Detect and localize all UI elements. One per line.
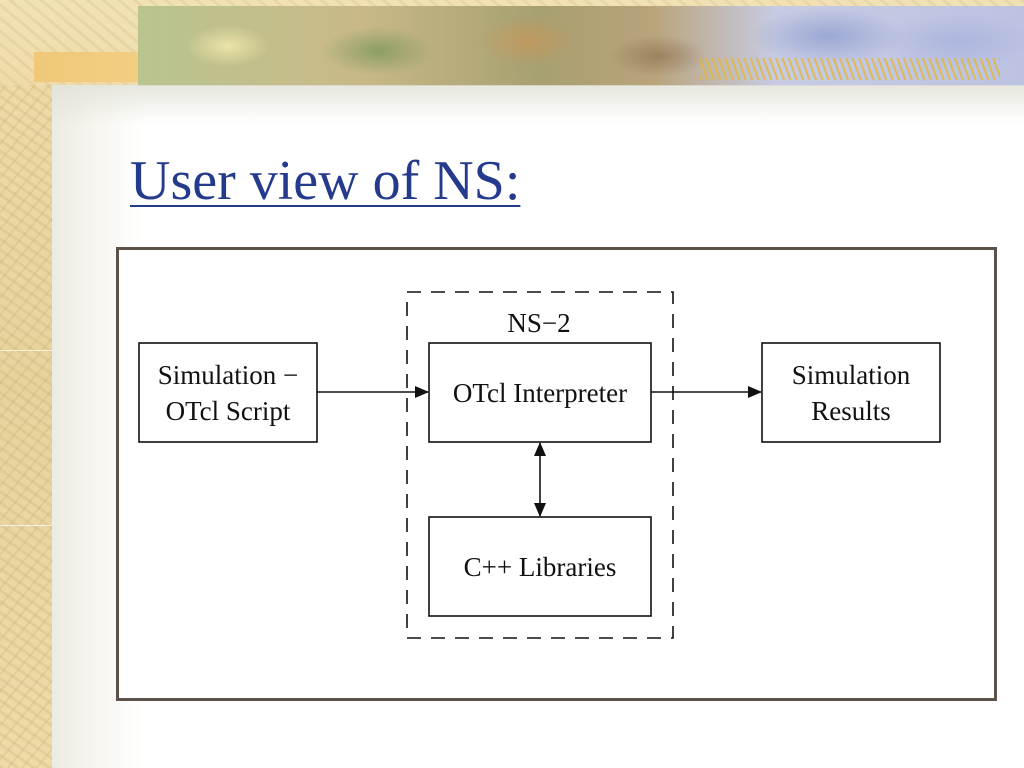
diagram-frame: NS−2 Simulation − OTcl Script OTcl Inter… bbox=[116, 247, 997, 701]
node-otcl-interpreter: OTcl Interpreter bbox=[428, 342, 652, 443]
wheat-decoration bbox=[700, 58, 1000, 80]
node-otcl-script-line2: OTcl Script bbox=[166, 396, 291, 426]
node-cpp-libraries-label: C++ Libraries bbox=[464, 552, 617, 582]
slide-title: User view of NS: bbox=[130, 150, 521, 212]
node-simulation-results-box bbox=[761, 342, 941, 443]
ns2-group-label: NS−2 bbox=[507, 308, 570, 338]
ns2-group-boundary bbox=[406, 291, 674, 639]
left-decor-strip bbox=[0, 0, 52, 768]
strip-divider bbox=[0, 525, 52, 526]
node-simulation-results: Simulation Results bbox=[761, 342, 941, 443]
ns-diagram: NS−2 Simulation − OTcl Script OTcl Inter… bbox=[138, 291, 941, 639]
node-cpp-libraries-box bbox=[428, 516, 652, 617]
node-simulation-results-line1: Simulation bbox=[792, 360, 911, 390]
node-otcl-interpreter-label: OTcl Interpreter bbox=[453, 378, 627, 408]
banner-shadow bbox=[52, 85, 1024, 125]
strip-divider bbox=[0, 350, 52, 351]
node-otcl-script: Simulation − OTcl Script bbox=[138, 342, 318, 443]
node-otcl-interpreter-box bbox=[428, 342, 652, 443]
node-otcl-script-box bbox=[138, 342, 318, 443]
node-simulation-results-line2: Results bbox=[811, 396, 891, 426]
node-otcl-script-line1: Simulation − bbox=[158, 360, 298, 390]
node-cpp-libraries: C++ Libraries bbox=[428, 516, 652, 617]
